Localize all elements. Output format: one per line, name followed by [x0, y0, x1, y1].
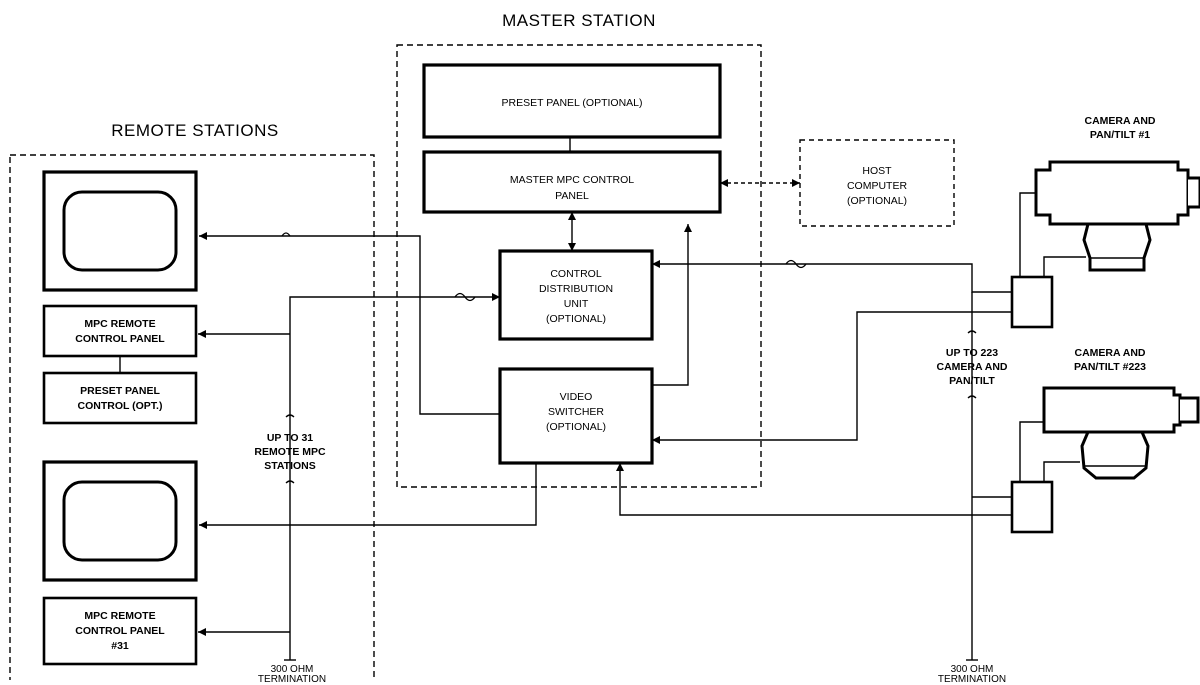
switcher-to-mpc-wire	[652, 224, 689, 386]
break-symbol	[967, 395, 977, 399]
cdu-label-4: (OPTIONAL)	[546, 313, 606, 325]
camera1-inner-wire	[1043, 256, 1086, 277]
up-to-223-label-2: CAMERA AND	[937, 361, 1008, 373]
arrowhead	[198, 330, 206, 338]
camera-223-icon	[1042, 386, 1200, 480]
remote-bus-wire	[289, 296, 500, 615]
preset-remote-label-1: PRESET PANEL	[80, 385, 160, 397]
preset-panel-box	[422, 63, 722, 139]
switcher-label-2: SWITCHER	[548, 406, 604, 418]
preset-panel-label: PRESET PANEL (OPTIONAL)	[501, 97, 642, 109]
termination-right-line2: TERMINATION	[937, 674, 1007, 685]
camera1-label-2: PAN/TILT #1	[1090, 129, 1150, 141]
termination-right: 300 OHM TERMINATION	[912, 665, 1032, 685]
up-to-31-label-2: REMOTE MPC	[254, 446, 326, 458]
camera223-inner-wire	[1019, 421, 1044, 482]
arrowhead	[684, 224, 692, 232]
arrowhead	[198, 628, 206, 636]
master-station-frame	[396, 44, 762, 488]
monitor2-feed-wire	[199, 463, 537, 526]
break-symbol	[285, 480, 295, 484]
host-label-1: HOST	[862, 165, 892, 177]
break-symbol	[454, 292, 476, 302]
camera223-video-wire	[619, 463, 1012, 516]
termination-left: 300 OHM TERMINATION	[232, 665, 352, 685]
master-mpc-label-1: MASTER MPC CONTROL	[510, 174, 634, 186]
termination-left-line2: TERMINATION	[257, 674, 327, 685]
camera223-label-2: PAN/TILT #223	[1074, 361, 1146, 373]
break-symbol	[785, 259, 807, 269]
break-symbol	[281, 232, 291, 237]
arrowhead	[199, 521, 207, 529]
arrowhead	[568, 243, 576, 251]
up-to-31-label-3: STATIONS	[264, 460, 316, 472]
monitor-31	[42, 460, 198, 582]
termination-right-line1: 300 OHM	[950, 664, 994, 675]
camera-223-receiver	[1010, 480, 1054, 534]
arrowhead	[792, 179, 800, 187]
termination-left-line1: 300 OHM	[270, 664, 314, 675]
host-label-2: COMPUTER	[847, 180, 908, 192]
arrowhead	[652, 260, 660, 268]
monitor1-feed-wire	[199, 235, 500, 415]
cdu-label-1: CONTROL	[550, 268, 601, 280]
cdu-label-2: DISTRIBUTION	[539, 283, 613, 295]
preset-remote-label-2: CONTROL (OPT.)	[78, 400, 163, 412]
master-mpc-box	[422, 150, 722, 214]
camera-1-icon	[1034, 160, 1200, 272]
arrowhead	[652, 436, 660, 444]
monitor-31-screen	[62, 480, 178, 562]
arrowhead	[568, 212, 576, 220]
camera223-inner-wire	[1043, 461, 1080, 482]
arrowhead	[616, 463, 624, 471]
mpc-remote-box	[42, 304, 198, 358]
up-to-31-label-1: UP TO 31	[267, 432, 313, 444]
arrowhead	[199, 232, 207, 240]
master-station-title: MASTER STATION	[502, 11, 656, 30]
switcher-label-1: VIDEO	[560, 391, 593, 403]
up-to-223-label-3: PAN/TILT	[949, 375, 995, 387]
mpc-remote-label-1: MPC REMOTE	[84, 318, 155, 330]
break-symbol	[967, 330, 977, 334]
camera1-video-wire	[652, 311, 1012, 441]
camera1-inner-wire	[1019, 192, 1036, 277]
host-label-3: (OPTIONAL)	[847, 195, 907, 207]
mpc-remote-label-2: CONTROL PANEL	[75, 333, 165, 345]
mpc-remote31-label-3: #31	[111, 640, 129, 652]
arrowhead	[492, 293, 500, 301]
control-distribution-box	[498, 249, 654, 341]
camera1-control-wire	[652, 263, 1012, 293]
remote-stations-frame	[9, 154, 375, 680]
mpc-remote-31-box	[42, 596, 198, 666]
up-to-223-label-1: UP TO 223	[946, 347, 998, 359]
camera-1-receiver	[1010, 275, 1054, 329]
monitor-1	[42, 170, 198, 292]
camera223-label-1: CAMERA AND	[1075, 347, 1146, 359]
arrowhead	[720, 179, 728, 187]
master-mpc-label-2: PANEL	[555, 190, 589, 202]
cdu-label-3: UNIT	[564, 298, 589, 310]
break-symbol	[285, 414, 295, 418]
switcher-label-3: (OPTIONAL)	[546, 421, 606, 433]
monitor-1-screen	[62, 190, 178, 272]
camera1-label-1: CAMERA AND	[1085, 115, 1156, 127]
preset-remote-box	[42, 371, 198, 425]
mpc-remote31-label-2: CONTROL PANEL	[75, 625, 165, 637]
host-computer-box	[799, 139, 955, 227]
remote-stations-title: REMOTE STATIONS	[111, 121, 278, 140]
video-switcher-box	[498, 367, 654, 465]
mpc-remote31-label-1: MPC REMOTE	[84, 610, 155, 622]
